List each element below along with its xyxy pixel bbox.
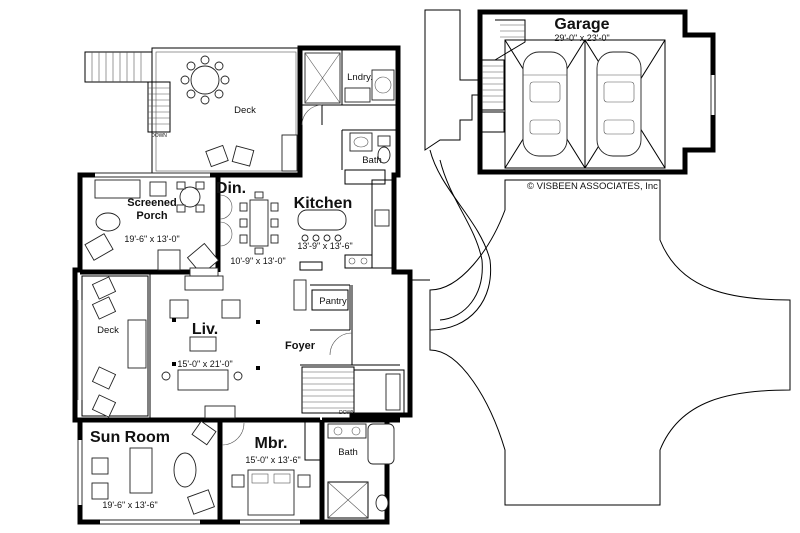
bath-top: Bath	[344, 132, 391, 185]
kitchen: Kitchen 13'-9" x 13'-6"	[294, 179, 393, 271]
garage: Garage 29'-0" x 23'-0"	[477, 9, 716, 175]
foyer-label: Foyer	[285, 340, 316, 352]
bath-top-label: Bath	[362, 155, 382, 166]
driveway	[410, 9, 791, 506]
deck-side-label: Deck	[97, 325, 119, 336]
windows	[77, 75, 715, 525]
deck-round-table	[180, 55, 230, 105]
laundry-label: Lndry.	[347, 72, 373, 83]
kitchen-label: Kitchen	[294, 195, 353, 212]
mbr-label: Mbr.	[255, 435, 288, 452]
dining-label: Din.	[216, 180, 246, 197]
dining: Din. 10'-9" x 13'-0"	[216, 180, 286, 266]
bath-bottom-label: Bath	[338, 447, 358, 458]
bath-bottom: Bath	[327, 423, 395, 519]
mbr-dimensions: 15'-0" x 13'-6"	[245, 455, 300, 465]
foyer-stairs: DOWN	[301, 366, 405, 416]
foyer-stair-down-label: DOWN	[339, 410, 355, 416]
deck-top-label: Deck	[234, 105, 256, 116]
deck-side: Deck	[81, 275, 149, 418]
laundry-area: Lndry.	[301, 52, 395, 126]
grill	[281, 134, 298, 172]
screened-porch-label-line2: Porch	[136, 210, 167, 222]
living-label: Liv.	[192, 321, 218, 338]
pantry: Pantry	[293, 279, 349, 311]
screened-porch-label-line1: Screened	[127, 197, 177, 209]
deck-chairs	[205, 144, 255, 168]
master-bedroom: Mbr. 15'-0" x 13'-6"	[221, 419, 321, 516]
sun-room-label: Sun Room	[90, 429, 170, 446]
dining-dimensions: 10'-9" x 13'-0"	[230, 256, 285, 266]
kitchen-dimensions: 13'-9" x 13'-6"	[297, 241, 352, 251]
stair-down-label: DOWN	[151, 133, 167, 139]
car-left	[522, 51, 568, 157]
living-dimensions: 15'-0" x 21'-0"	[177, 359, 232, 369]
garage-stairs	[481, 19, 526, 111]
garage-dimensions: 29'-0" x 23'-0"	[554, 33, 609, 43]
living: Liv. 15'-0" x 21'-0"	[161, 267, 260, 419]
exterior-walls	[72, 45, 413, 525]
sun-room-dimensions: 19'-6" x 13'-6"	[102, 500, 157, 510]
car-right	[596, 51, 642, 157]
copyright-credit: © VISBEEN ASSOCIATES, Inc	[527, 181, 658, 192]
deck-top: DOWN Deck	[84, 47, 301, 176]
deck-stairs: DOWN	[84, 51, 171, 139]
pantry-label: Pantry	[319, 296, 347, 307]
screened-porch: Screened Porch 19'-6" x 13'-0"	[84, 179, 220, 276]
screened-porch-dimensions: 19'-6" x 13'-0"	[124, 234, 179, 244]
sun-room: Sun Room 19'-6" x 13'-6"	[90, 420, 217, 515]
foyer: DOWN Foyer	[285, 332, 405, 416]
porch-table	[176, 181, 205, 213]
garage-label: Garage	[554, 16, 609, 33]
